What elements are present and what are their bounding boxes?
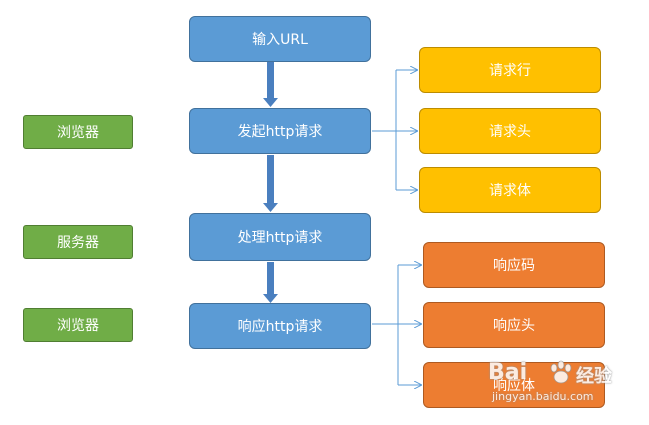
flow-step-respond-request: 响应http请求	[189, 303, 371, 349]
flow-step-input-url: 输入URL	[189, 16, 371, 62]
request-branch-connector	[372, 70, 417, 190]
actor-browser-1: 浏览器	[23, 115, 133, 149]
actor-server: 服务器	[23, 225, 133, 259]
response-body: 响应体	[423, 362, 605, 408]
request-header: 请求头	[419, 108, 601, 154]
watermark-suffix: 经验	[576, 366, 612, 387]
flow-arrow-2	[267, 155, 274, 203]
flow-arrow-1	[267, 62, 274, 98]
flow-step-send-request: 发起http请求	[189, 108, 371, 154]
watermark-url: jingyan.baidu.com	[492, 390, 594, 403]
paw-icon	[550, 360, 572, 384]
watermark-brand: Bai	[488, 360, 528, 385]
flow-arrows	[263, 62, 278, 303]
request-line: 请求行	[419, 47, 601, 93]
flow-arrow-3	[267, 262, 274, 294]
response-branch-connector	[372, 265, 421, 385]
baidu-jingyan-watermark: Bai 经验 jingyan.baidu.com	[488, 360, 618, 410]
flow-step-process-request: 处理http请求	[189, 213, 371, 261]
request-body: 请求体	[419, 167, 601, 213]
response-header: 响应头	[423, 302, 605, 348]
response-code: 响应码	[423, 242, 605, 288]
actor-browser-2: 浏览器	[23, 308, 133, 342]
